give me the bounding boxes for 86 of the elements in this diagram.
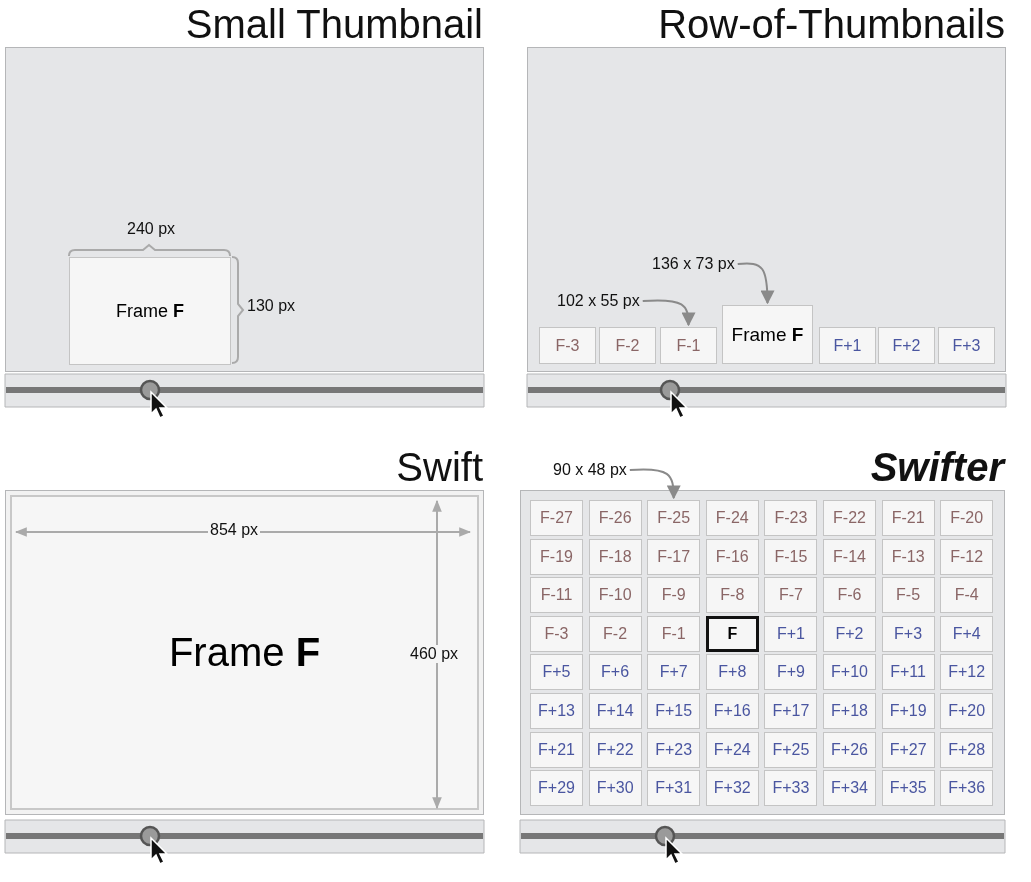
dimension-label: 854 px	[208, 521, 261, 539]
frame-thumbnail: F+23	[647, 731, 701, 768]
frame-thumbnail: F-19	[530, 538, 583, 575]
frame-thumbnail: F-27	[530, 500, 583, 536]
frame-thumbnail: F+28	[940, 731, 994, 768]
frame-thumbnail: F+12	[940, 654, 994, 691]
frame-thumbnail: F+35	[881, 770, 935, 807]
frame-thumbnail: F+16	[705, 693, 759, 729]
frame-thumbnail: F+36	[940, 770, 994, 807]
frame-thumbnail: F+26	[823, 731, 876, 768]
frame-thumbnail: F-10	[588, 577, 642, 614]
frame-thumbnail: F-2	[599, 327, 656, 364]
frame-thumbnail: F+14	[588, 693, 642, 729]
panel-title: Swift	[396, 447, 483, 487]
frame-thumbnail: F+10	[823, 654, 876, 691]
frame-thumbnail: F-7	[764, 577, 818, 614]
leader-arrow	[641, 299, 696, 327]
frame-thumbnail: F-23	[764, 500, 818, 536]
frame-thumbnail: F+2	[823, 615, 876, 652]
size-note: 90 x 48 px	[553, 461, 627, 479]
frame-thumbnail: F+30	[588, 770, 642, 807]
panel-title: Swifter	[870, 447, 1004, 487]
frame-thumbnail: F+18	[823, 693, 876, 729]
frame-thumbnail: F-16	[705, 538, 759, 575]
frame-thumbnail: F-25	[647, 500, 701, 536]
frame-thumbnail: F+6	[588, 654, 642, 691]
frame-thumbnail: F+9	[764, 654, 818, 691]
panel-title: Small Thumbnail	[185, 4, 483, 44]
frame-thumbnail: F-2	[588, 615, 642, 652]
frame-thumbnail: F-1	[660, 327, 717, 364]
frame-thumbnail: F-13	[881, 538, 935, 575]
frame-thumbnail: F+17	[764, 693, 818, 729]
frame-thumbnail: F-5	[881, 577, 935, 614]
frame-thumbnail: F-12	[940, 538, 994, 575]
frame-thumbnail: Frame F	[69, 257, 231, 365]
frame-thumbnail: F+8	[705, 654, 759, 691]
frame-thumbnail: F+11	[881, 654, 935, 691]
frame-thumbnail: F-18	[588, 538, 642, 575]
dimension-label: 130 px	[245, 297, 298, 315]
frame-thumbnail: F+34	[823, 770, 876, 807]
frame-thumbnail: F-24	[705, 500, 759, 536]
frame-thumbnail: F+3	[938, 327, 995, 364]
frame-thumbnail: F+5	[530, 654, 583, 691]
frame-thumbnail: F-21	[881, 500, 935, 536]
frame-thumbnail: F+4	[940, 615, 994, 652]
frame-thumbnail: F-3	[530, 615, 583, 652]
frame-thumbnail: F+21	[530, 731, 583, 768]
frame-thumbnail: F+13	[530, 693, 583, 729]
frame-thumbnail: F+29	[530, 770, 583, 807]
frame-thumbnail: F-1	[647, 615, 701, 652]
frame-thumbnail: F+33	[764, 770, 818, 807]
current-frame-thumbnail: F	[705, 615, 759, 652]
frame-thumbnail: F+31	[647, 770, 701, 807]
frame-thumbnail: F+1	[819, 327, 876, 364]
size-note: 102 x 55 px	[557, 292, 640, 310]
panel-title: Row-of-Thumbnails	[658, 4, 1005, 44]
frame-thumbnail: F+2	[878, 327, 935, 364]
frame-thumbnail: F-6	[823, 577, 876, 614]
leader-arrow	[736, 262, 775, 305]
frame-thumbnail: F-17	[647, 538, 701, 575]
frame-thumbnail: F-8	[705, 577, 759, 614]
frame-thumbnail: F+19	[881, 693, 935, 729]
frame-thumbnail: F-11	[530, 577, 583, 614]
size-note: 136 x 73 px	[652, 255, 735, 273]
frame-thumbnail: F-3	[539, 327, 596, 364]
frame-thumbnail: F+3	[881, 615, 935, 652]
frame-thumbnail: F+20	[940, 693, 994, 729]
frame-thumbnail: F+32	[705, 770, 759, 807]
frame-thumbnail: F-20	[940, 500, 994, 536]
frame-thumbnail: Frame F	[722, 305, 813, 364]
frame-thumbnail: F+22	[588, 731, 642, 768]
frame-thumbnail: F+15	[647, 693, 701, 729]
frame-thumbnail: F-22	[823, 500, 876, 536]
frame-thumbnail: F-26	[588, 500, 642, 536]
dimension-label: 240 px	[125, 220, 178, 238]
frame-thumbnail: F-9	[647, 577, 701, 614]
frame-thumbnail: F-4	[940, 577, 994, 614]
frame-thumbnail: F-14	[823, 538, 876, 575]
leader-arrow	[628, 468, 681, 500]
frame-thumbnail: F+7	[647, 654, 701, 691]
frame-thumbnail: F+25	[764, 731, 818, 768]
dimension-label: 460 px	[408, 645, 461, 663]
frame-thumbnail: F+1	[764, 615, 818, 652]
frame-thumbnail: F+27	[881, 731, 935, 768]
frame-thumbnail: F+24	[705, 731, 759, 768]
frame-thumbnail: F-15	[764, 538, 818, 575]
